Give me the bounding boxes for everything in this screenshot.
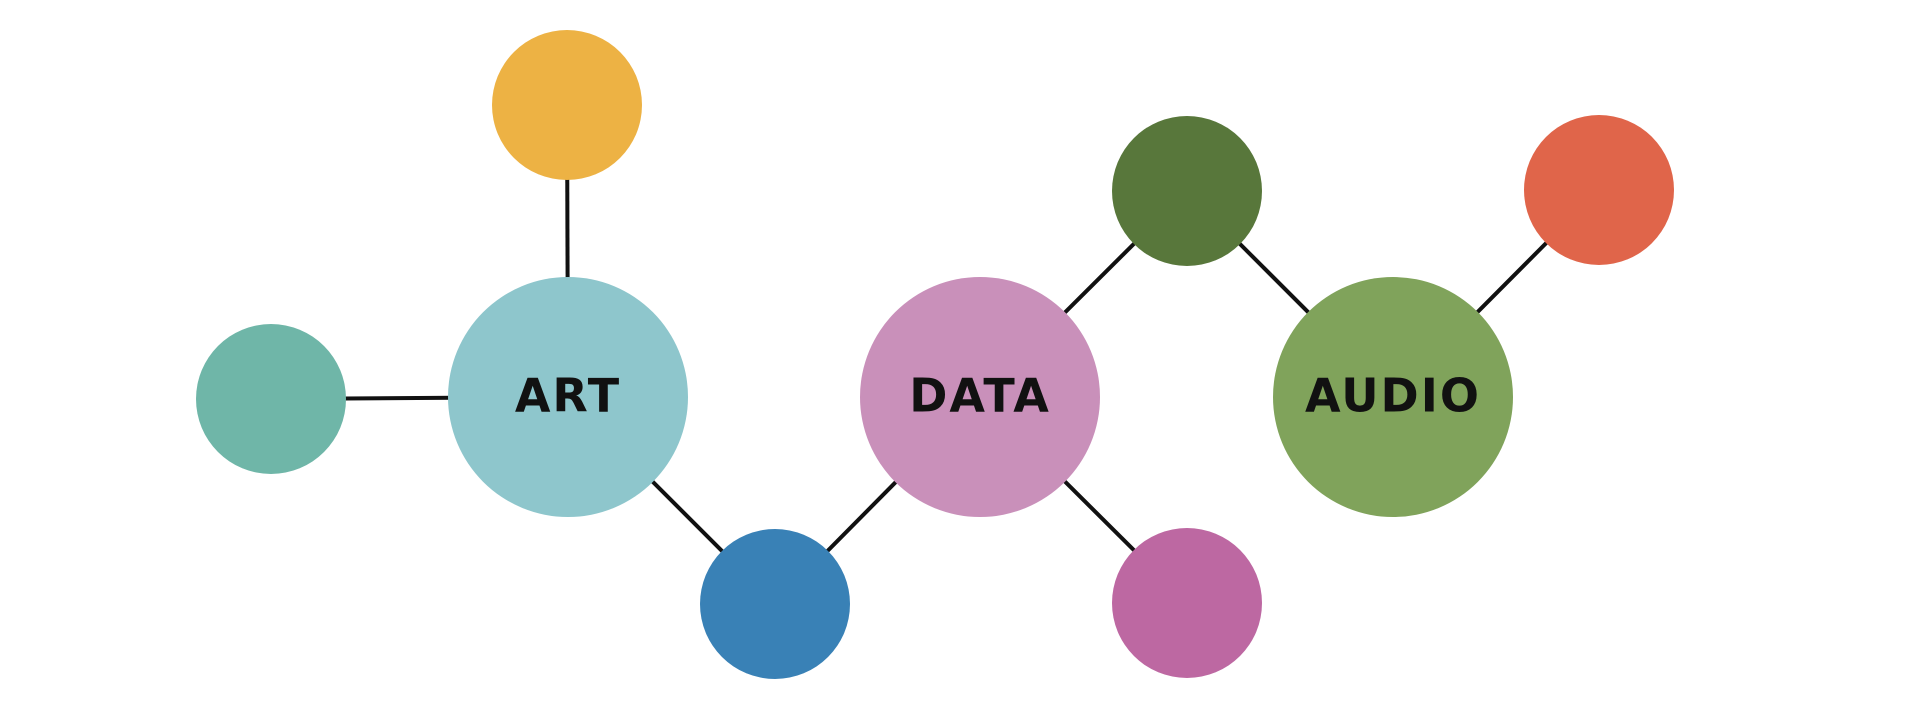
node-circle-blue: [700, 529, 850, 679]
node-magenta: [1112, 528, 1262, 678]
node-circle-teal: [196, 324, 346, 474]
node-yellow: [492, 30, 642, 180]
nodes-layer: ART DATA AUDIO: [196, 30, 1674, 679]
node-teal: [196, 324, 346, 474]
node-audio: AUDIO: [1273, 277, 1513, 517]
node-circle-red: [1524, 115, 1674, 265]
node-blue: [700, 529, 850, 679]
node-darkgreen: [1112, 116, 1262, 266]
node-red: [1524, 115, 1674, 265]
node-art: ART: [448, 277, 688, 517]
node-circle-data: [860, 277, 1100, 517]
node-label-audio: AUDIO: [1305, 369, 1481, 423]
node-data: DATA: [860, 277, 1100, 517]
node-circle-darkgreen: [1112, 116, 1262, 266]
node-label-art: ART: [515, 369, 621, 423]
node-circle-yellow: [492, 30, 642, 180]
node-circle-audio: [1273, 277, 1513, 517]
node-circle-art: [448, 277, 688, 517]
node-circle-magenta: [1112, 528, 1262, 678]
node-label-data: DATA: [909, 369, 1051, 423]
